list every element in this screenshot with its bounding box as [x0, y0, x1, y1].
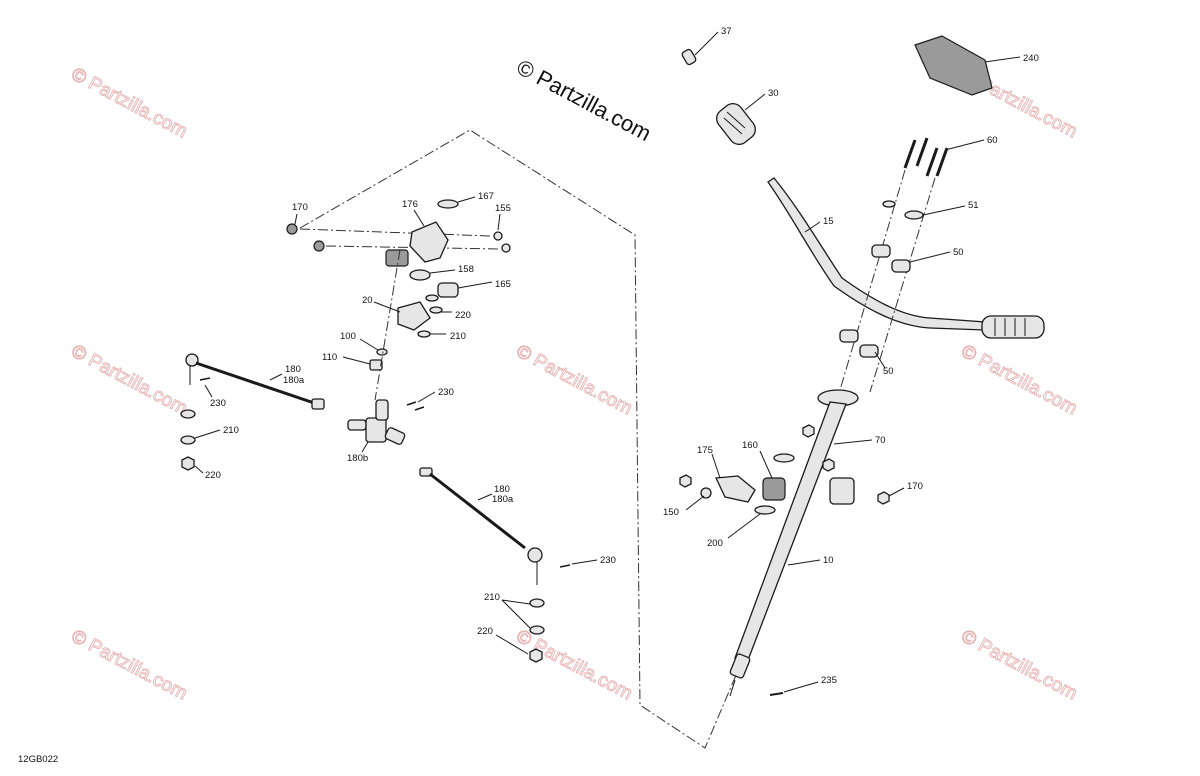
callout-30: 30 [768, 88, 779, 99]
callout-180a-right: 180a [492, 494, 514, 505]
callout-160: 160 [742, 440, 758, 451]
callout-170: 170 [292, 202, 308, 213]
callout-180-right: 180 [494, 484, 510, 495]
callout-210-left: 210 [223, 425, 239, 436]
part-clamp-left [385, 249, 409, 267]
callout-230-right: 230 [600, 555, 616, 566]
callout-51: 51 [968, 200, 979, 211]
part-170-nut [286, 223, 298, 235]
part-15-handlebar [767, 177, 1045, 339]
watermark: © Partzilla.com [513, 341, 636, 420]
part-165-clamp [425, 282, 459, 302]
callout-20: 20 [362, 295, 373, 306]
part-175-bracket [715, 475, 756, 503]
watermark: © Partzilla.com [68, 626, 191, 705]
watermark-group: © Partzilla.com © Partzilla.com © Partzi… [67, 63, 1081, 705]
callout-10: 10 [823, 555, 834, 566]
part-240-cover [914, 35, 993, 96]
callout-240: 240 [1023, 53, 1039, 64]
main-watermark: © Partzilla.com [513, 54, 656, 146]
callout-230-left: 230 [210, 398, 226, 409]
watermark: © Partzilla.com [68, 64, 191, 143]
part-180-tie-rod-left [185, 353, 325, 410]
part-210-washers-right [529, 598, 545, 635]
callout-180b: 180b [347, 453, 368, 464]
callout-70: 70 [875, 435, 886, 446]
callout-220-right: 220 [477, 626, 493, 637]
part-160-bushing [762, 453, 795, 501]
part-nut-small [313, 240, 325, 252]
part-50-clamp-lower [839, 329, 879, 358]
part-170-bushing-right [829, 477, 890, 505]
part-167-ring [437, 199, 459, 209]
part-30-grip [716, 103, 756, 145]
callout-165: 165 [495, 279, 511, 290]
watermark: © Partzilla.com [958, 626, 1081, 705]
callout-180-left: 180 [285, 364, 301, 375]
callout-235: 235 [821, 675, 837, 686]
callout-220: 220 [455, 310, 471, 321]
part-210-washer [417, 330, 431, 338]
watermark: © Partzilla.com [513, 626, 636, 705]
watermark: © Partzilla.com [68, 341, 191, 420]
callout-100: 100 [340, 331, 356, 342]
steering-linkage-assembly [180, 199, 571, 663]
callout-50-lower: 50 [883, 366, 894, 377]
callout-200: 200 [707, 538, 723, 549]
callout-175: 175 [697, 445, 713, 456]
callout-110: 110 [322, 352, 337, 363]
watermark: © Partzilla.com [958, 341, 1081, 420]
part-20-pitman-arm [397, 301, 431, 331]
callout-60: 60 [987, 135, 998, 146]
callout-158: 158 [458, 264, 474, 275]
assembly-outline [299, 129, 769, 749]
part-155-bolt [493, 231, 511, 253]
part-10-steering-column [729, 389, 859, 697]
part-230-cotter-pin [199, 377, 571, 568]
part-100-pin [376, 348, 388, 356]
part-50-clamp-upper [871, 244, 911, 273]
callout-210-right: 210 [484, 592, 500, 603]
part-220-nut-left [181, 456, 195, 471]
callout-176: 176 [402, 199, 418, 210]
callout-210: 210 [450, 331, 466, 342]
callout-150: 150 [663, 507, 679, 518]
callout-167: 167 [478, 191, 494, 202]
part-150-bolts [679, 474, 712, 499]
callout-50-upper: 50 [953, 247, 964, 258]
handlebar-assembly [679, 35, 1045, 697]
drawing-code: 12GB022 [18, 754, 58, 765]
callout-170-right: 170 [907, 481, 923, 492]
part-180b-center-link [347, 399, 406, 445]
part-220-nut-right [529, 648, 543, 663]
part-158-bearing [409, 269, 431, 281]
part-200-washer [754, 505, 776, 515]
part-37-bolt [681, 48, 697, 66]
part-220-nut [429, 306, 443, 314]
part-51-washer [882, 200, 924, 220]
callout-15: 15 [823, 216, 834, 227]
callout-220-left: 220 [205, 470, 221, 481]
part-70-nuts [802, 424, 835, 472]
callout-230-center: 230 [438, 387, 454, 398]
part-60-bolts [903, 137, 949, 177]
part-110-nut [369, 359, 383, 371]
callouts: 37 30 240 60 51 15 50 50 70 175 160 170 … [194, 26, 1039, 693]
callout-155: 155 [495, 203, 511, 214]
callout-37: 37 [721, 26, 732, 37]
part-176-bracket [409, 221, 449, 263]
part-210-washers-left [180, 409, 196, 445]
callout-180a-left: 180a [283, 375, 305, 386]
part-180-tie-rod-right [419, 467, 543, 585]
part-235-pin [769, 692, 784, 696]
